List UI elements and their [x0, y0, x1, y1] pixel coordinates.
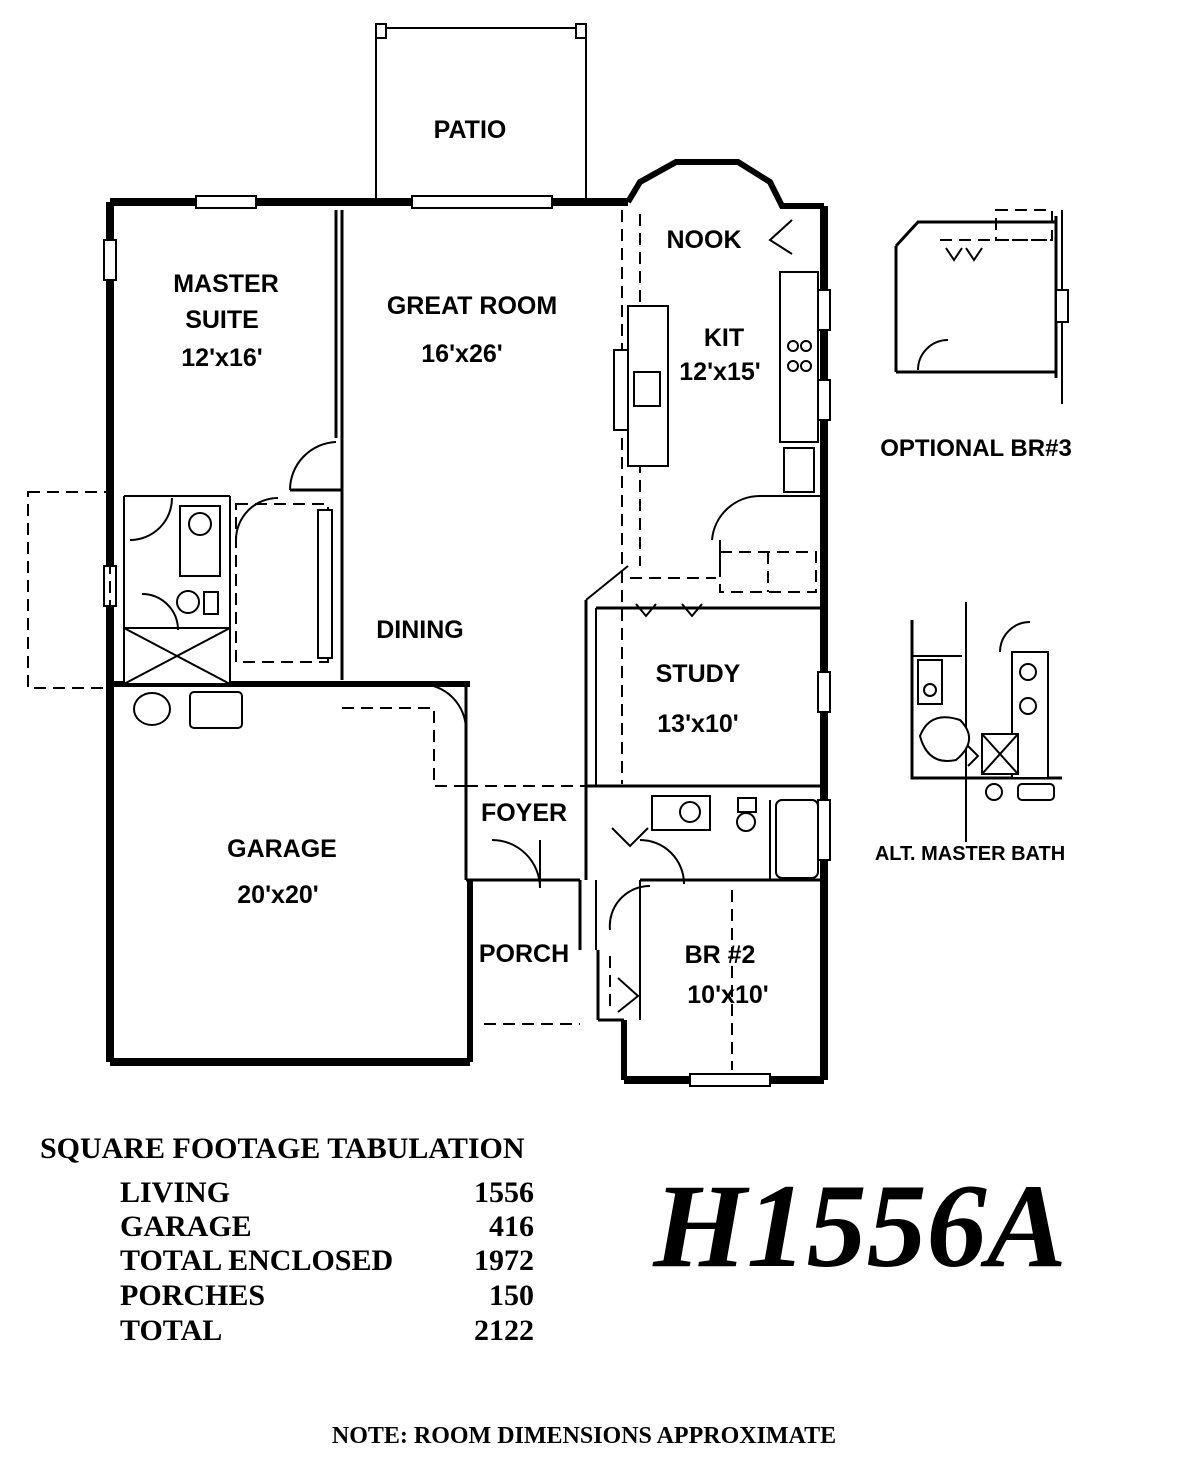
exterior-walls — [103, 159, 831, 1087]
patio-outline — [375, 23, 587, 201]
tabulation-title: SQUARE FOOTAGE TABULATION — [40, 1132, 525, 1165]
dashed-lines — [27, 210, 817, 1070]
tab-row-label: TOTAL — [120, 1314, 222, 1347]
label-study: STUDY — [656, 660, 741, 688]
footer-note: NOTE: ROOM DIMENSIONS APPROXIMATE — [332, 1423, 836, 1449]
tab-row-value: 2122 — [474, 1314, 534, 1347]
tab-row-label: PORCHES — [120, 1279, 265, 1312]
plan-code: H1556A — [652, 1159, 1066, 1292]
tab-row-label: GARAGE — [120, 1210, 252, 1243]
optional-br3-sketch — [894, 209, 1069, 404]
label-optional-br3: OPTIONAL BR#3 — [880, 435, 1072, 462]
label-br2-size: 10'x10' — [687, 981, 768, 1009]
label-great-room-size: 16'x26' — [421, 340, 502, 368]
label-kit-size: 12'x15' — [679, 358, 760, 386]
tab-row-value: 1556 — [474, 1176, 534, 1209]
label-br2: BR #2 — [685, 941, 756, 969]
doors — [129, 219, 793, 1013]
tab-row-label: TOTAL ENCLOSED — [120, 1244, 393, 1277]
label-foyer: FOYER — [481, 799, 567, 827]
room-labels: PATIO MASTER SUITE 12'x16' GREAT ROOM 16… — [173, 116, 1072, 1009]
label-study-size: 13'x10' — [657, 710, 738, 738]
tab-row-label: LIVING — [120, 1176, 230, 1209]
tab-row-value: 416 — [489, 1210, 534, 1243]
label-nook: NOOK — [667, 226, 742, 254]
tab-row-value: 1972 — [474, 1244, 534, 1277]
label-master-suite-2: SUITE — [185, 306, 259, 334]
fixtures — [123, 271, 819, 879]
tab-row-value: 150 — [489, 1279, 534, 1312]
square-footage-tabulation: SQUARE FOOTAGE TABULATION LIVING 1556 GA… — [40, 1132, 534, 1347]
label-garage-size: 20'x20' — [237, 881, 318, 909]
label-master-suite-size: 12'x16' — [181, 344, 262, 372]
label-garage: GARAGE — [227, 835, 337, 863]
label-kit: KIT — [704, 324, 744, 352]
label-dining: DINING — [376, 616, 464, 644]
label-great-room: GREAT ROOM — [387, 292, 557, 320]
label-alt-master-bath: ALT. MASTER BATH — [875, 843, 1065, 865]
label-patio: PATIO — [434, 116, 507, 144]
alt-master-bath-sketch — [910, 602, 1062, 842]
label-porch: PORCH — [479, 940, 569, 968]
label-master-suite-1: MASTER — [173, 270, 279, 298]
